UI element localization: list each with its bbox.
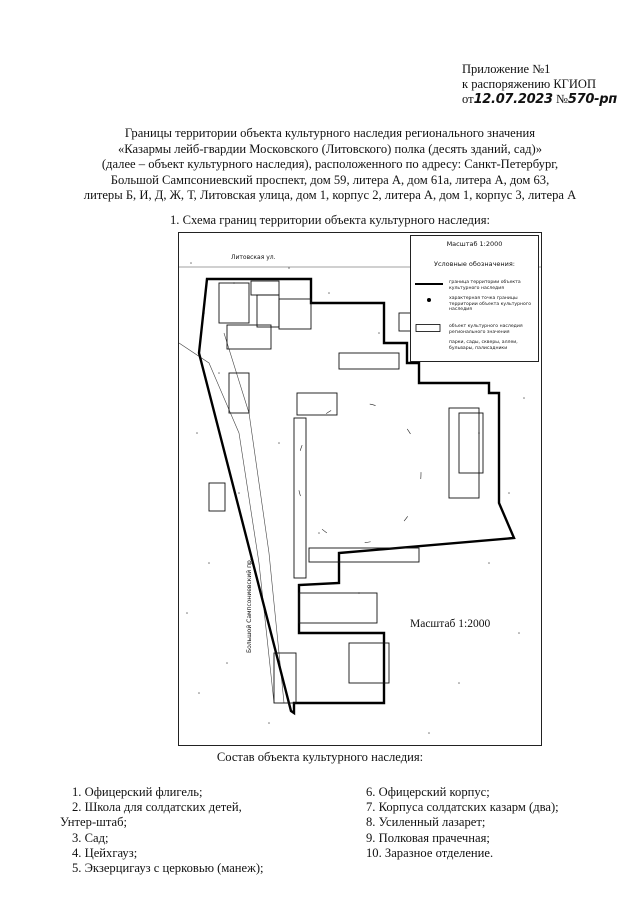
parade-ground (296, 402, 422, 544)
appendix-number: 570-рп (567, 92, 617, 107)
title-line: Большой Сампсониевский проспект, дом 59,… (110, 172, 550, 187)
appendix-header: Приложение №1 к распоряжению КГИОП от12.… (462, 62, 632, 107)
appendix-date-line: от12.07.2023 №570-рп (462, 92, 632, 107)
list-item: 3. Сад; (72, 830, 109, 845)
legend-item-label: характерная точка границы территории объ… (449, 296, 532, 312)
street-label-side: Большой Сампсониевский пр. (246, 558, 253, 653)
list-item: 4. Цейхгауз; (72, 845, 138, 860)
list-item: 1. Офицерский флигель; (72, 785, 203, 799)
title-line: Границы территории объекта культурного н… (124, 126, 536, 140)
title-line: (далее – объект культурного наследия), р… (101, 157, 559, 171)
object-swatch-icon (415, 324, 441, 332)
list-item: Унтер-штаб; (60, 815, 127, 830)
appendix-line1: Приложение №1 (462, 62, 551, 76)
list-item: 8. Усиленный лазарет; (366, 815, 486, 830)
legend-scale: Масштаб 1:2000 (446, 240, 503, 248)
document-title: Границы территории объекта культурного н… (40, 126, 620, 204)
appendix-date: 12.07.2023 (473, 92, 554, 107)
map-legend: Масштаб 1:2000 Условные обозначения: гра… (410, 235, 539, 362)
map-scale-label: Масштаб 1:2000 (408, 618, 493, 630)
legend-item-label: объект культурного наследия региональног… (449, 324, 523, 335)
appendix-line2: к распоряжению КГИОП (462, 77, 596, 91)
point-swatch-icon (427, 298, 431, 302)
legend-title: Условные обозначения: (433, 260, 515, 268)
street-label-top: Литовская ул. (231, 254, 276, 261)
composition-title: Состав объекта культурного наследия: (216, 750, 424, 764)
title-line: литеры Б, И, Д, Ж, Т, Литовская улица, д… (83, 188, 577, 202)
composition-list-left: 1. Офицерский флигель; 2. Школа для солд… (60, 785, 352, 876)
legend-item-label: парки, сады, скверы, аллеи, бульвары, па… (449, 340, 518, 351)
list-item: 6. Офицерский корпус; (366, 785, 490, 799)
appendix-from: от (462, 92, 474, 106)
boundary-swatch-icon (415, 283, 443, 285)
road-line (179, 342, 275, 704)
section-heading: 1. Схема границ территории объекта культ… (170, 213, 490, 227)
list-item: 5. Экзерцигауз с церковью (манеж); (72, 861, 264, 876)
list-item: 10. Заразное отделение. (366, 845, 494, 860)
list-item: 9. Полковая прачечная; (366, 830, 490, 845)
title-line: «Казармы лейб-гвардии Московского (Литов… (117, 141, 543, 156)
list-item: 7. Корпуса солдатских казарм (два); (366, 800, 559, 815)
composition-list-right: 6. Офицерский корпус; 7. Корпуса солдатс… (366, 785, 626, 861)
appendix-number-prefix: № (555, 92, 568, 106)
list-item: 2. Школа для солдатских детей, (72, 800, 242, 815)
legend-item-label: граница территории объекта культурного н… (449, 280, 521, 291)
